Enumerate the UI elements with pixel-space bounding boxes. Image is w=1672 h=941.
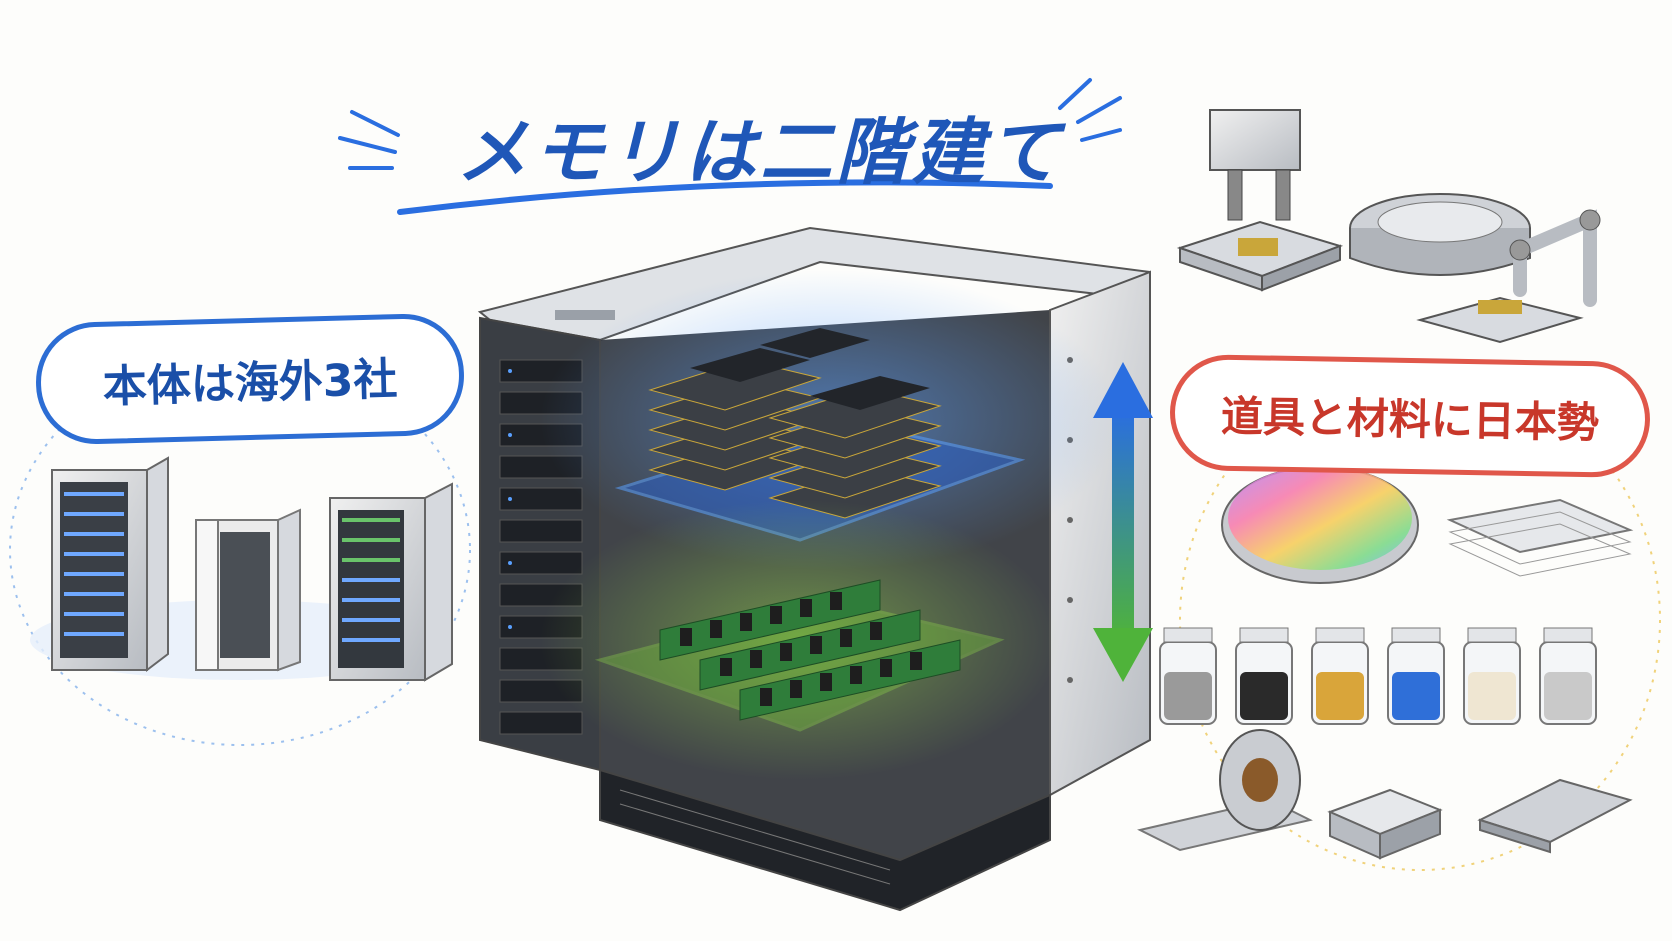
metal-ingot-icon bbox=[1327, 788, 1443, 860]
material-jar-icon bbox=[1311, 627, 1369, 725]
robot-arm-icon bbox=[1416, 209, 1601, 344]
server-rack-icon bbox=[195, 508, 301, 672]
material-jar-icon bbox=[1539, 627, 1597, 725]
server-rack-icon bbox=[51, 456, 169, 673]
label-bubble-overseas: 本体は海外3社 bbox=[34, 312, 466, 446]
stacked-chip-tier bbox=[540, 270, 1120, 570]
material-jar-icon bbox=[1463, 627, 1521, 725]
page-title: メモリは二階建て bbox=[455, 109, 1064, 194]
label-overseas-text: 本体は海外3社 bbox=[102, 354, 399, 413]
server-rack-icon bbox=[329, 482, 453, 682]
title-accent-strokes bbox=[338, 78, 1122, 215]
metal-plate-icon bbox=[1477, 778, 1633, 854]
right-group-outline bbox=[1179, 369, 1661, 871]
wafer-chuck-icon bbox=[1349, 193, 1531, 276]
label-bubble-japan: 道具と材料に日本勢 bbox=[1169, 353, 1651, 479]
material-jar-icon bbox=[1159, 627, 1217, 725]
metal-foil-roll-icon bbox=[1137, 729, 1313, 852]
updown-arrow-icon bbox=[1093, 362, 1153, 682]
material-jar-row bbox=[1159, 627, 1597, 725]
bonding-machine-icon bbox=[1176, 109, 1344, 292]
material-jar-icon bbox=[1387, 627, 1445, 725]
dram-module-tier bbox=[540, 500, 1060, 780]
label-japan-text: 道具と材料に日本勢 bbox=[1220, 391, 1600, 447]
silicon-wafer-icon bbox=[1221, 466, 1419, 584]
sheet-stack-icon bbox=[1446, 498, 1634, 577]
material-jar-icon bbox=[1235, 627, 1293, 725]
